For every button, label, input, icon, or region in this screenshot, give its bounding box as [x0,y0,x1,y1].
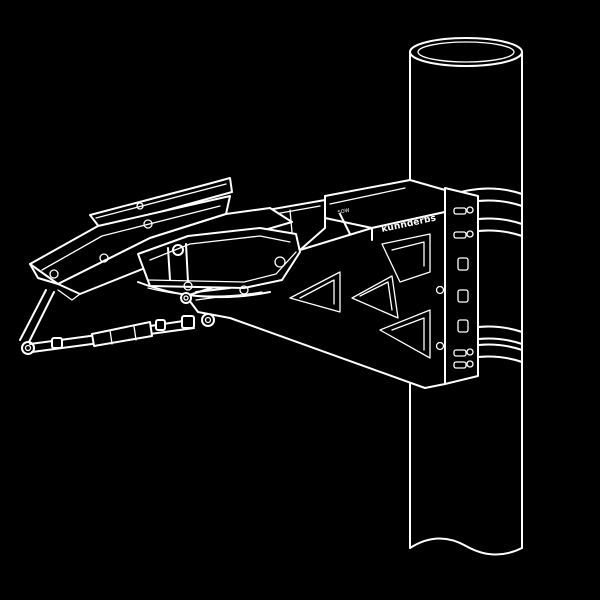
tilt-adjust-rod [29,313,215,353]
pole-mounting-plate [444,187,479,385]
pivot-bolts [180,287,231,304]
front-strut [19,289,55,355]
small-label: SOW [337,208,350,216]
main-arm [185,179,446,389]
pivot-housing [137,227,301,299]
